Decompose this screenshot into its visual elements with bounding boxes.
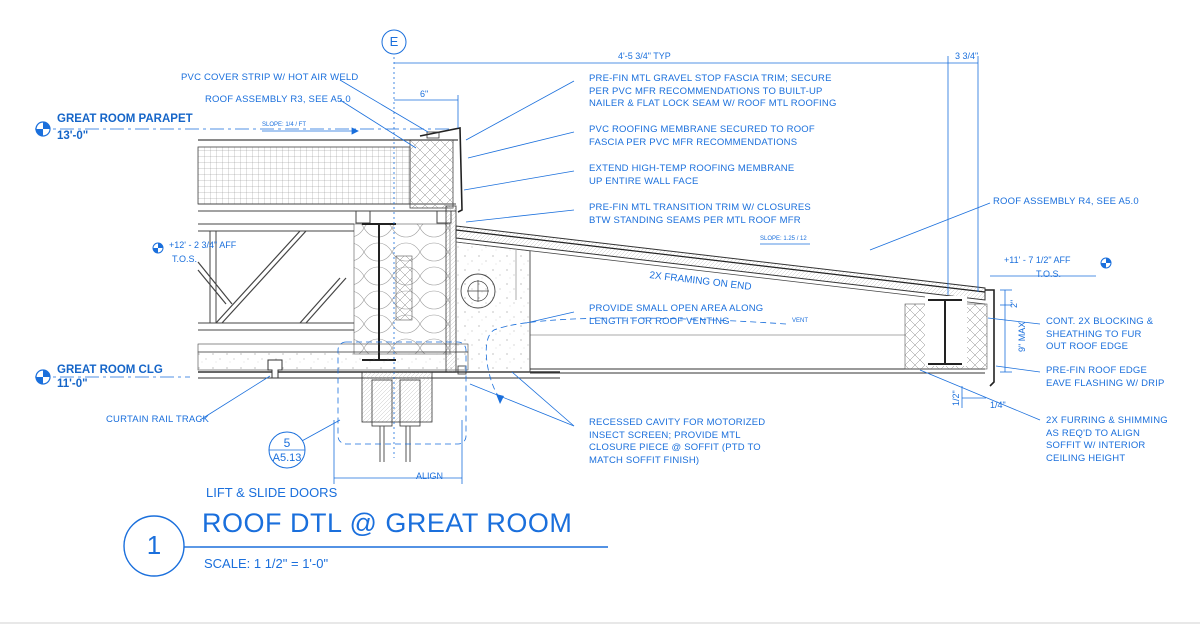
tos-left-label: T.O.S.: [172, 254, 198, 264]
grid-bubble-label: E: [389, 34, 399, 49]
section-ref-number: 5: [283, 436, 291, 450]
tos-right-elevation: +11' - 7 1/2" AFF: [1004, 255, 1071, 265]
slope-upper: SLOPE: 1/4 / FT: [262, 122, 307, 128]
dim-three-three-quarter: 3 3/4": [955, 51, 979, 61]
detail-title: ROOF DTL @ GREAT ROOM: [202, 508, 573, 538]
dim-typ: 4'-5 3/4" TYP: [618, 51, 671, 61]
dim-half: 1/2": [951, 390, 961, 406]
dim-align: ALIGN: [416, 471, 444, 481]
level-marker-tos-left: [152, 242, 164, 254]
level-marker-ceiling: [35, 369, 51, 385]
slope-overhang: SLOPE: 1.25 / 12: [760, 236, 807, 242]
note-roof-assembly-r4: ROOF ASSEMBLY R4, SEE A5.0: [993, 196, 1139, 207]
section-ref-sheet: A5.13: [272, 452, 302, 464]
dim-two: 2": [1009, 299, 1019, 308]
annotation-linework: [35, 52, 1096, 548]
dim-quarter: 1/4": [990, 400, 1006, 410]
level-elevation-ceiling: 11'-0": [57, 378, 88, 390]
level-marker-tos-right: [1100, 257, 1112, 269]
detail-number-bubble: [123, 515, 185, 577]
detail-subtitle: LIFT & SLIDE DOORS: [206, 485, 338, 500]
grid-bubble: [381, 29, 407, 55]
dim-nine-max: 9" MAX: [1017, 321, 1027, 352]
detail-number: 1: [146, 530, 162, 560]
note-gravel-stop: PRE-FIN MTL GRAVEL STOP FASCIA TRIM; SEC…: [589, 73, 837, 109]
note-roof-assembly-r3: ROOF ASSEMBLY R3, SEE A5.0: [205, 94, 351, 105]
level-name-ceiling: GREAT ROOM CLG: [57, 364, 163, 376]
dim-six: 6": [420, 89, 429, 99]
detail-scale: SCALE: 1 1/2" = 1'-0": [204, 556, 329, 571]
note-pvc-cover-strip: PVC COVER STRIP W/ HOT AIR WELD: [181, 72, 359, 83]
level-marker-parapet: [35, 121, 51, 137]
level-name-parapet: GREAT ROOM PARAPET: [57, 113, 193, 125]
tos-left-elevation: +12' - 2 3/4" AFF: [169, 240, 237, 250]
note-curtain-rail: CURTAIN RAIL TRACK: [106, 414, 210, 425]
tos-right-label: T.O.S.: [1036, 269, 1062, 279]
vent-label: VENT: [792, 318, 809, 324]
level-elevation-parapet: 13'-0": [57, 130, 89, 142]
roof-structure: [197, 127, 995, 462]
